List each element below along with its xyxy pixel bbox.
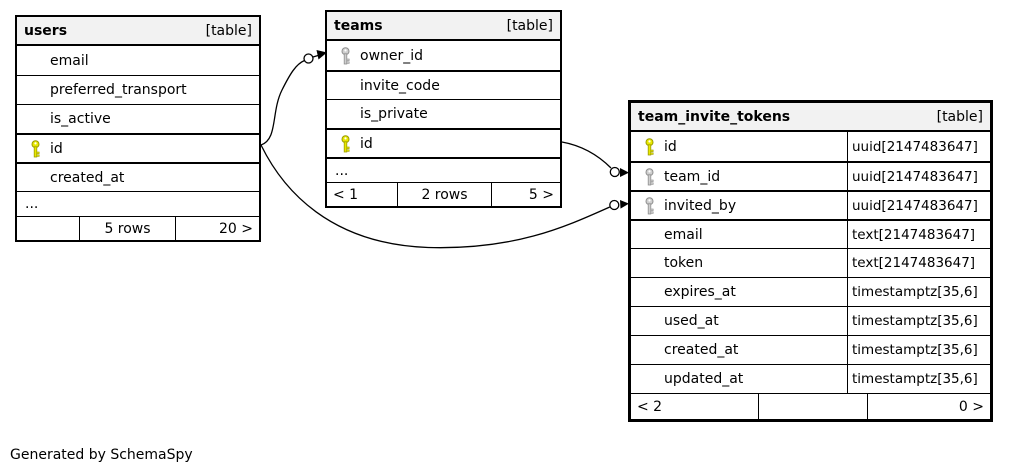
table-title[interactable]: team_invite_tokens [638, 108, 791, 125]
column-row-email: email text[2147483647] [631, 219, 990, 248]
column-type: uuid[2147483647] [847, 192, 990, 219]
column-name: invited_by [664, 197, 737, 214]
table-team-invite-tokens-footer: < 2 0 > [631, 393, 990, 419]
column-row-is-private: is_private [327, 99, 560, 128]
table-teams[interactable]: teams [table] owner_id invite_code [325, 10, 562, 208]
children-count: 0 > [867, 394, 990, 419]
table-users[interactable]: users [table] email preferred_transport … [15, 15, 261, 242]
column-row-preferred-transport: preferred_transport [17, 75, 259, 104]
column-name: email [664, 226, 703, 243]
column-type: uuid[2147483647] [847, 163, 990, 190]
column-name: email [50, 52, 89, 69]
table-teams-header[interactable]: teams [table] [327, 12, 560, 41]
column-row-updated-at: updated_at timestamptz[35,6] [631, 364, 990, 393]
rel-teams-id-to-tokens-team-id [561, 141, 629, 178]
footer-left [17, 217, 79, 240]
table-users-footer: 5 rows 20 > [17, 216, 259, 240]
hidden-columns-ellipsis: ... [327, 157, 560, 182]
column-name: id [664, 138, 677, 155]
column-type: text[2147483647] [847, 221, 990, 248]
foreign-key-icon [644, 167, 655, 186]
column-type: timestamptz[35,6] [847, 365, 990, 393]
row-count: 2 rows [397, 183, 491, 206]
column-row-id: id [327, 128, 560, 157]
fk-circle [609, 166, 620, 178]
column-row-id: id uuid[2147483647] [631, 132, 990, 161]
column-name: token [664, 255, 704, 271]
column-name: id [360, 135, 373, 152]
column-type: uuid[2147483647] [847, 132, 990, 161]
column-row-owner-id: owner_id [327, 41, 560, 70]
column-row-token: token text[2147483647] [631, 248, 990, 277]
column-name: updated_at [664, 371, 744, 387]
column-row-invite-code: invite_code [327, 70, 560, 99]
primary-key-icon [644, 137, 655, 156]
column-name: is_active [50, 111, 111, 127]
column-row-created-at: created_at timestamptz[35,6] [631, 335, 990, 364]
column-row-id: id [17, 133, 259, 162]
column-type: timestamptz[35,6] [847, 307, 990, 335]
table-title[interactable]: users [24, 22, 68, 39]
column-name: created_at [664, 342, 739, 358]
column-name: used_at [664, 313, 719, 329]
column-row-expires-at: expires_at timestamptz[35,6] [631, 277, 990, 306]
foreign-key-icon [340, 46, 351, 65]
column-name: expires_at [664, 284, 736, 300]
column-type: timestamptz[35,6] [847, 278, 990, 306]
table-type-badge: [table] [506, 17, 553, 34]
row-count [758, 394, 867, 419]
table-title[interactable]: teams [334, 17, 383, 34]
column-row-is-active: is_active [17, 104, 259, 133]
column-row-team-id: team_id uuid[2147483647] [631, 161, 990, 190]
column-name: id [50, 140, 63, 157]
table-type-badge: [table] [205, 22, 252, 39]
foreign-key-icon [644, 196, 655, 215]
table-team-invite-tokens-header[interactable]: team_invite_tokens [table] [631, 103, 990, 132]
column-row-email: email [17, 46, 259, 75]
column-name: created_at [50, 169, 125, 186]
generated-by-note: Generated by SchemaSpy [10, 447, 193, 463]
primary-key-icon [340, 134, 351, 153]
column-row-created-at: created_at [17, 162, 259, 191]
children-count: 5 > [491, 183, 560, 206]
hidden-columns-ellipsis: ... [17, 191, 259, 216]
column-name: is_private [360, 106, 428, 122]
column-row-used-at: used_at timestamptz[35,6] [631, 306, 990, 335]
column-name: invite_code [360, 77, 440, 94]
fk-circle [609, 199, 620, 211]
table-type-badge: [table] [936, 108, 983, 125]
footer-right: 20 > [175, 217, 259, 240]
table-users-header[interactable]: users [table] [17, 17, 259, 46]
parents-count: < 2 [637, 398, 663, 415]
table-team-invite-tokens[interactable]: team_invite_tokens [table] id uuid[21474… [628, 100, 993, 422]
column-name: team_id [664, 168, 721, 185]
row-count: 5 rows [79, 217, 175, 240]
rel-users-id-to-teams-owner-id [260, 50, 327, 146]
parents-count: < 1 [333, 186, 359, 203]
column-type: timestamptz[35,6] [847, 336, 990, 364]
column-name: preferred_transport [50, 82, 187, 98]
primary-key-icon [30, 139, 41, 158]
column-type: text[2147483647] [847, 249, 990, 277]
column-row-invited-by: invited_by uuid[2147483647] [631, 190, 990, 219]
table-teams-footer: < 1 2 rows 5 > [327, 182, 560, 206]
fk-circle [303, 53, 314, 64]
column-name: owner_id [360, 47, 424, 64]
